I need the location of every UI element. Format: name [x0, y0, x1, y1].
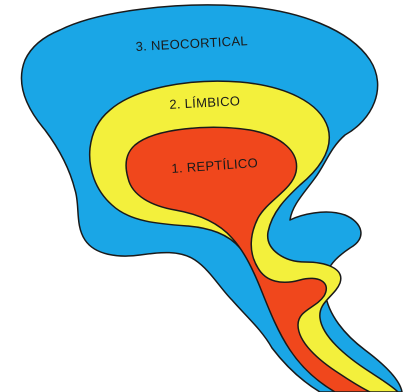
brain-diagram-svg: 3. NEOCORTICAL 2. LÍMBICO 1. REPTÍLICO	[0, 0, 410, 392]
triune-brain-diagram: 3. NEOCORTICAL 2. LÍMBICO 1. REPTÍLICO	[0, 0, 410, 392]
